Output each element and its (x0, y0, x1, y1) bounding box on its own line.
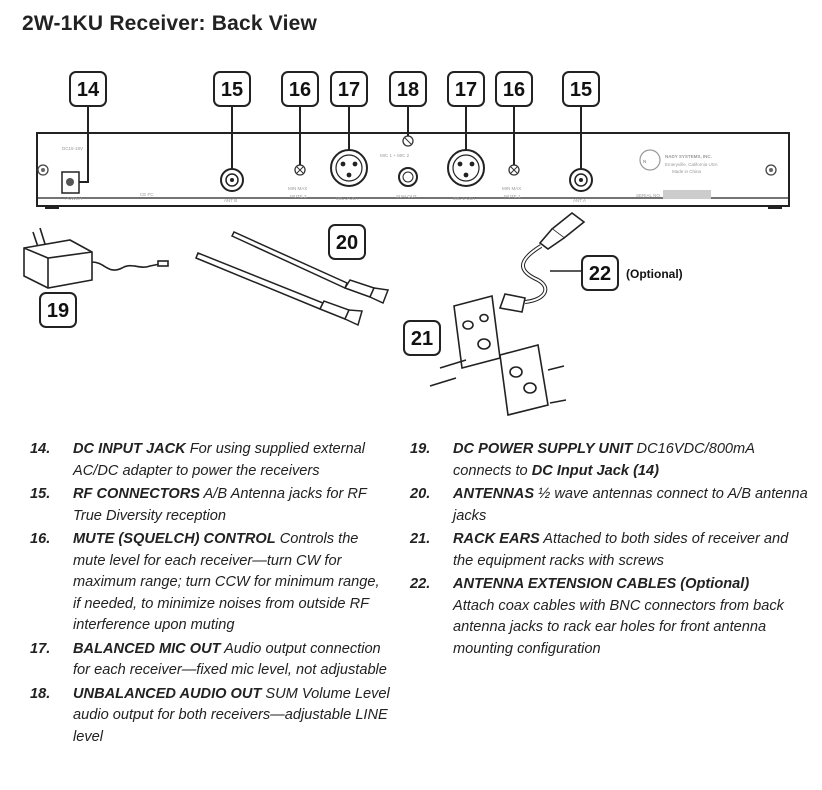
callout-15-left: 15 (213, 71, 251, 107)
legend-desc: Controls the mute level for each receive… (73, 531, 380, 633)
legend-right: 19. DC POWER SUPPLY UNIT DC16VDC/800mA c… (410, 439, 810, 662)
mute-control-1: MIN MAX MUTE 1 (502, 164, 521, 199)
sum-volume-label: MIC 1 + MIC 2 (380, 153, 410, 158)
legend-head: DC POWER SUPPLY UNIT (453, 441, 633, 457)
legend-num: 18. (30, 685, 51, 702)
mic-out-1-label: MIC 1 OUT (453, 196, 476, 201)
legend-tail: DC Input Jack (14) (531, 462, 660, 479)
callout-16-left-label: 16 (289, 79, 311, 101)
serial-no-label: SERIAL NO. (636, 193, 661, 198)
callout-19-label: 19 (47, 300, 69, 322)
receiver-back-view-diagram: DC15-18V POWER CE FC ANT B MIN MAX MUTE … (23, 71, 790, 416)
legend-num: 22. (410, 576, 431, 592)
callout-15-left-label: 15 (221, 79, 243, 101)
callout-22: 22 (581, 255, 619, 291)
callout-19: 19 (39, 292, 77, 328)
callout-16-right: 16 (495, 71, 533, 107)
legend-item-16: 16. MUTE (SQUELCH) CONTROL Controls the … (30, 529, 390, 637)
legend-num: 17. (30, 640, 51, 657)
legend-num: 20. (410, 486, 431, 502)
legend-head: MUTE (SQUELCH) CONTROL (73, 531, 276, 547)
legend-item-18: 18. UNBALANCED AUDIO OUT SUM Volume Leve… (30, 684, 390, 749)
optional-label: (Optional) (626, 267, 683, 281)
legend-item-15: 15. RF CONNECTORS A/B Antenna jacks for … (30, 484, 390, 527)
callout-14-label: 14 (77, 79, 100, 101)
legend-desc: Attach coax cables with BNC connectors f… (453, 597, 784, 657)
legend-head: BALANCED MIC OUT (73, 640, 221, 657)
legend-desc: For using supplied external AC/DC adapte… (73, 441, 365, 479)
nady-logo-mark: N (643, 159, 646, 164)
legend-head: ANTENNAS (453, 486, 535, 502)
legend-head: RF CONNECTORS (73, 486, 201, 502)
dc-jack-rating-label: DC15-18V (62, 146, 83, 151)
dc-input-jack: DC15-18V POWER (61, 146, 83, 201)
callout-17-left: 17 (330, 71, 368, 107)
legend-item-22: 22. ANTENNA EXTENSION CABLES (Optional) A… (410, 574, 810, 660)
extension-cable-illustration (498, 211, 586, 313)
mute-2-range-label: MIN MAX (288, 186, 307, 191)
mute-1-range-label: MIN MAX (502, 186, 521, 191)
legend-num: 19. (410, 441, 431, 457)
callout-16-right-label: 16 (503, 79, 525, 101)
legend-num: 15. (30, 486, 51, 502)
legend-desc: SUM Volume Level audio output for both r… (73, 685, 390, 745)
rack-ears-illustration (429, 294, 567, 416)
callout-21: 21 (403, 320, 441, 356)
ant-a-label: ANT A (573, 198, 586, 203)
unbalanced-audio-out: MIC 1 + MIC 2 SUM OUT (380, 135, 418, 199)
legend-num: 16. (30, 531, 51, 547)
page-title: 2W-1KU Receiver: Back View (22, 12, 318, 35)
legend-desc: Audio output connection for each receive… (73, 640, 387, 679)
power-label: POWER (65, 196, 83, 201)
antennas-illustration (195, 231, 390, 327)
legend-desc: ½ wave antennas connect to A/B antenna j… (453, 486, 808, 524)
ant-b-label: ANT B (224, 198, 237, 203)
callout-21-label: 21 (411, 328, 433, 350)
dc-power-supply-illustration (23, 227, 169, 289)
legend-item-20: 20. ANTENNAS ½ wave antennas connect to … (410, 484, 810, 527)
mute-1-label: MUTE 1 (504, 194, 521, 199)
callout-15-right-label: 15 (570, 79, 592, 101)
callout-17-left-label: 17 (338, 79, 360, 101)
legend-desc: Attached to both sides of receiver and t… (453, 531, 789, 569)
nady-logo: N NADY SYSTEMS, INC. Emeryville, Califor… (636, 149, 718, 199)
callout-15-right: 15 (562, 71, 600, 107)
legend-item-19: 19. DC POWER SUPPLY UNIT DC16VDC/800mA c… (410, 439, 810, 482)
legend-head: UNBALANCED AUDIO OUT (73, 685, 262, 702)
legend-item-14: 14. DC INPUT JACK For using supplied ext… (30, 439, 390, 482)
legend-left: 14. DC INPUT JACK For using supplied ext… (30, 439, 390, 750)
mic-out-2-label: MIC 2 OUT (336, 196, 359, 201)
callout-14: 14 (69, 71, 107, 107)
legend-num: 21. (410, 531, 431, 547)
ce-fc-mark: CE FC (140, 192, 154, 197)
legend-item-17: 17. BALANCED MIC OUT Audio output connec… (30, 639, 390, 682)
callout-18-label: 18 (397, 79, 419, 101)
leader-lines (79, 106, 582, 183)
legend-desc: A/B Antenna jacks for RF True Diversity … (73, 486, 367, 524)
callout-18: 18 (389, 71, 427, 107)
callout-20-label: 20 (336, 232, 358, 254)
callout-17-right-label: 17 (455, 79, 477, 101)
callout-17-right: 17 (447, 71, 485, 107)
legend-head: RACK EARS (453, 531, 540, 547)
callout-20: 20 (328, 224, 366, 260)
made-in-label: Made in China (672, 169, 702, 174)
brand-label: NADY SYSTEMS, INC. (665, 154, 712, 159)
legend-num: 14. (30, 441, 51, 457)
legend-head: ANTENNA EXTENSION CABLES (Optional) (453, 576, 750, 592)
balanced-mic-out-2: MIC 2 OUT (330, 149, 368, 201)
rf-connector-ant-a: ANT A (569, 168, 593, 203)
mute-control-2: MIN MAX MUTE 2 (288, 164, 307, 199)
legend-desc: DC16VDC/800mA connects to (453, 441, 755, 479)
legend-head: DC INPUT JACK (73, 441, 186, 457)
mute-2-label: MUTE 2 (290, 194, 307, 199)
callout-16-left: 16 (281, 71, 319, 107)
sum-out-label: SUM OUT (396, 194, 417, 199)
legend-item-21: 21. RACK EARS Attached to both sides of … (410, 529, 810, 572)
location-label: Emeryville, California USA (665, 162, 718, 167)
callout-22-label: 22 (589, 263, 611, 285)
